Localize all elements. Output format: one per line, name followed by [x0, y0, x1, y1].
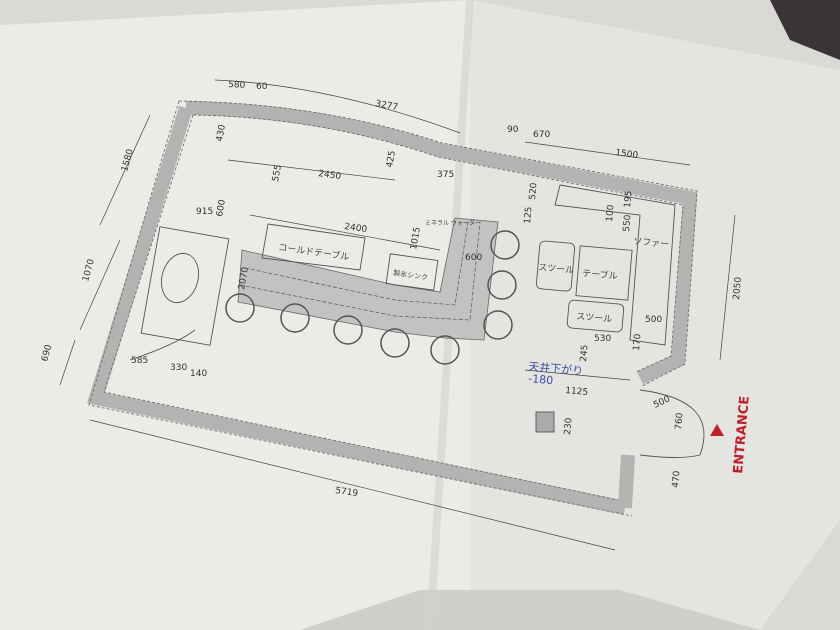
bar-stool — [280, 303, 310, 333]
dim-230: 230 — [563, 417, 574, 435]
dim-430: 430 — [215, 124, 228, 143]
entrance-label: ENTRANCE — [731, 395, 753, 474]
dim-550: 550 — [622, 214, 633, 232]
bar-stool — [380, 328, 410, 358]
toilet — [160, 252, 200, 304]
dim-245: 245 — [579, 344, 590, 362]
dim-760: 760 — [674, 412, 685, 430]
dim-555: 555 — [271, 164, 284, 183]
ceiling-note: 天井下がり — [528, 359, 584, 378]
bar-stool — [333, 315, 363, 345]
stool-box-1 — [535, 240, 576, 292]
dim-670: 670 — [533, 130, 550, 140]
dim-100: 100 — [605, 204, 616, 222]
label-sofa: ソファー — [633, 237, 670, 250]
walls — [87, 101, 698, 515]
dim-60: 60 — [256, 82, 268, 92]
dim-1125: 1125 — [565, 386, 589, 398]
dim-5719: 5719 — [335, 486, 359, 499]
shadow — [300, 590, 760, 630]
dim-2070: 2070 — [237, 266, 251, 291]
bar-stool — [490, 230, 520, 260]
dim-330: 330 — [170, 363, 187, 373]
toilet-door-swing — [129, 329, 196, 361]
dim-375: 375 — [437, 170, 454, 180]
bar-stool — [483, 310, 513, 340]
hatched-column — [535, 411, 555, 433]
sofa-box — [554, 184, 676, 346]
dim-125: 125 — [523, 206, 534, 224]
dim-1500: 1500 — [615, 148, 639, 161]
dim-170: 170 — [632, 333, 643, 351]
dim-195: 195 — [623, 190, 634, 208]
dim-2450: 2450 — [318, 169, 342, 182]
dim-585: 585 — [131, 356, 148, 366]
toilet-room — [140, 226, 230, 346]
table-box — [575, 245, 633, 301]
entrance-arrow-icon — [710, 424, 724, 436]
dim-600b: 600 — [465, 253, 482, 263]
entrance-door-swing — [639, 389, 705, 458]
dim-3277: 3277 — [374, 99, 398, 113]
dim-600a: 600 — [215, 199, 228, 218]
dim-520: 520 — [528, 182, 539, 200]
dim-580: 580 — [228, 80, 246, 91]
label-table: テーブル — [582, 267, 618, 282]
bar-stool — [225, 293, 255, 323]
dim-530: 530 — [594, 334, 611, 344]
dim-690: 690 — [40, 343, 54, 362]
bar-counter — [237, 217, 499, 341]
ceiling-value: -180 — [528, 372, 554, 387]
paper-left-page — [0, 0, 470, 630]
dim-500a: 500 — [645, 315, 662, 325]
dim-2400: 2400 — [344, 222, 368, 235]
bar-stools — [225, 230, 520, 365]
stool-box-2 — [566, 299, 625, 333]
paper-right-page — [470, 0, 840, 630]
label-stool-1: スツール — [538, 263, 575, 276]
label-water: ミネラル ウォーター — [425, 219, 481, 227]
dim-470: 470 — [671, 470, 682, 488]
dim-1015: 1015 — [409, 226, 423, 250]
label-stool-2: スツール — [576, 312, 613, 325]
ice-sink — [385, 253, 439, 291]
dim-140: 140 — [190, 369, 207, 379]
dim-90: 90 — [507, 125, 519, 135]
bar-stool — [487, 270, 517, 300]
dim-2050: 2050 — [732, 276, 744, 300]
dim-915: 915 — [196, 207, 213, 217]
bar-stool — [430, 335, 460, 365]
cold-table — [261, 223, 366, 271]
dim-425: 425 — [385, 150, 398, 169]
